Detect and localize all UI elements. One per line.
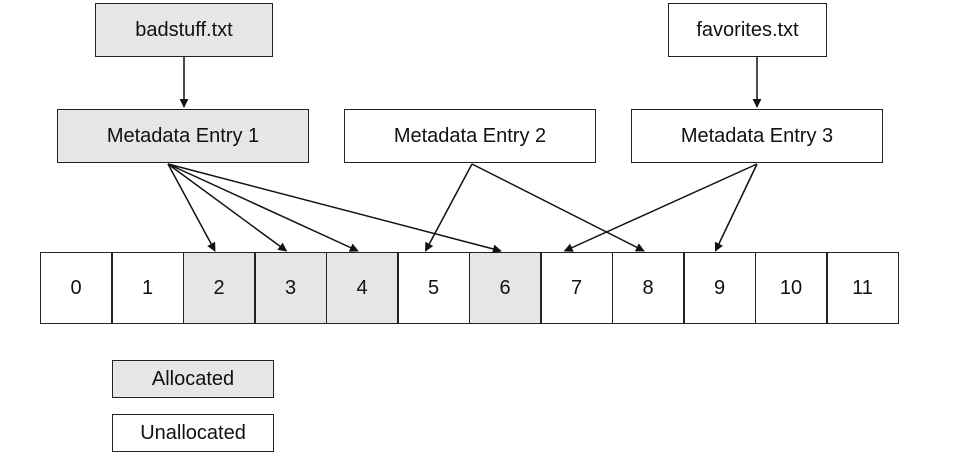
cluster-cell: 2 (183, 252, 255, 324)
cluster-number: 2 (213, 276, 225, 299)
cluster-number: 5 (427, 276, 440, 299)
cluster-number: 0 (70, 276, 82, 299)
cluster-number: 6 (499, 276, 511, 299)
arrow-entry-3-to-cluster-7 (563, 163, 758, 252)
file-box-favorites: favorites.txt (668, 3, 827, 57)
arrow-entry-3-to-cluster-9 (714, 163, 758, 252)
metadata-entry-2: Metadata Entry 2 (344, 109, 596, 163)
legend-allocated: Allocated (112, 360, 274, 398)
metadata-entry-3-label: Metadata Entry 3 (680, 124, 834, 147)
cluster-number: 11 (852, 276, 873, 299)
cluster-cell: 7 (540, 252, 613, 324)
legend-unallocated: Unallocated (112, 414, 274, 452)
file-name-favorites: favorites.txt (696, 18, 799, 41)
cluster-cell: 10 (755, 252, 827, 324)
arrow-entry-1-to-cluster-2 (167, 163, 216, 252)
metadata-entry-1-label: Metadata Entry 1 (106, 124, 260, 147)
cluster-number: 4 (356, 276, 368, 299)
arrow-entry-2-to-cluster-5 (424, 163, 473, 252)
arrow-entry-1-to-cluster-4 (167, 163, 359, 252)
arrow-entry-1-to-cluster-6 (167, 163, 502, 254)
cluster-number: 1 (141, 276, 154, 299)
metadata-entry-3: Metadata Entry 3 (631, 109, 883, 163)
cluster-number: 9 (713, 276, 726, 299)
cluster-number: 10 (779, 276, 803, 299)
legend-allocated-label: Allocated (151, 367, 235, 390)
arrow-entry-1-to-cluster-3 (167, 163, 288, 252)
metadata-entry-2-label: Metadata Entry 2 (393, 124, 547, 147)
cluster-cell: 11 (826, 252, 899, 324)
file-name-badstuff: badstuff.txt (135, 18, 233, 41)
cluster-number: 3 (284, 276, 297, 299)
legend-unallocated-label: Unallocated (140, 421, 246, 444)
cluster-cell: 5 (397, 252, 470, 324)
arrow-entry-2-to-cluster-8 (471, 163, 645, 252)
metadata-entry-1: Metadata Entry 1 (57, 109, 309, 163)
cluster-cell: 9 (683, 252, 756, 324)
cluster-number: 8 (642, 276, 654, 299)
cluster-cell: 8 (612, 252, 684, 324)
cluster-cell: 1 (111, 252, 184, 324)
cluster-cell: 6 (469, 252, 541, 324)
file-box-badstuff: badstuff.txt (95, 3, 273, 57)
cluster-number: 7 (570, 276, 583, 299)
